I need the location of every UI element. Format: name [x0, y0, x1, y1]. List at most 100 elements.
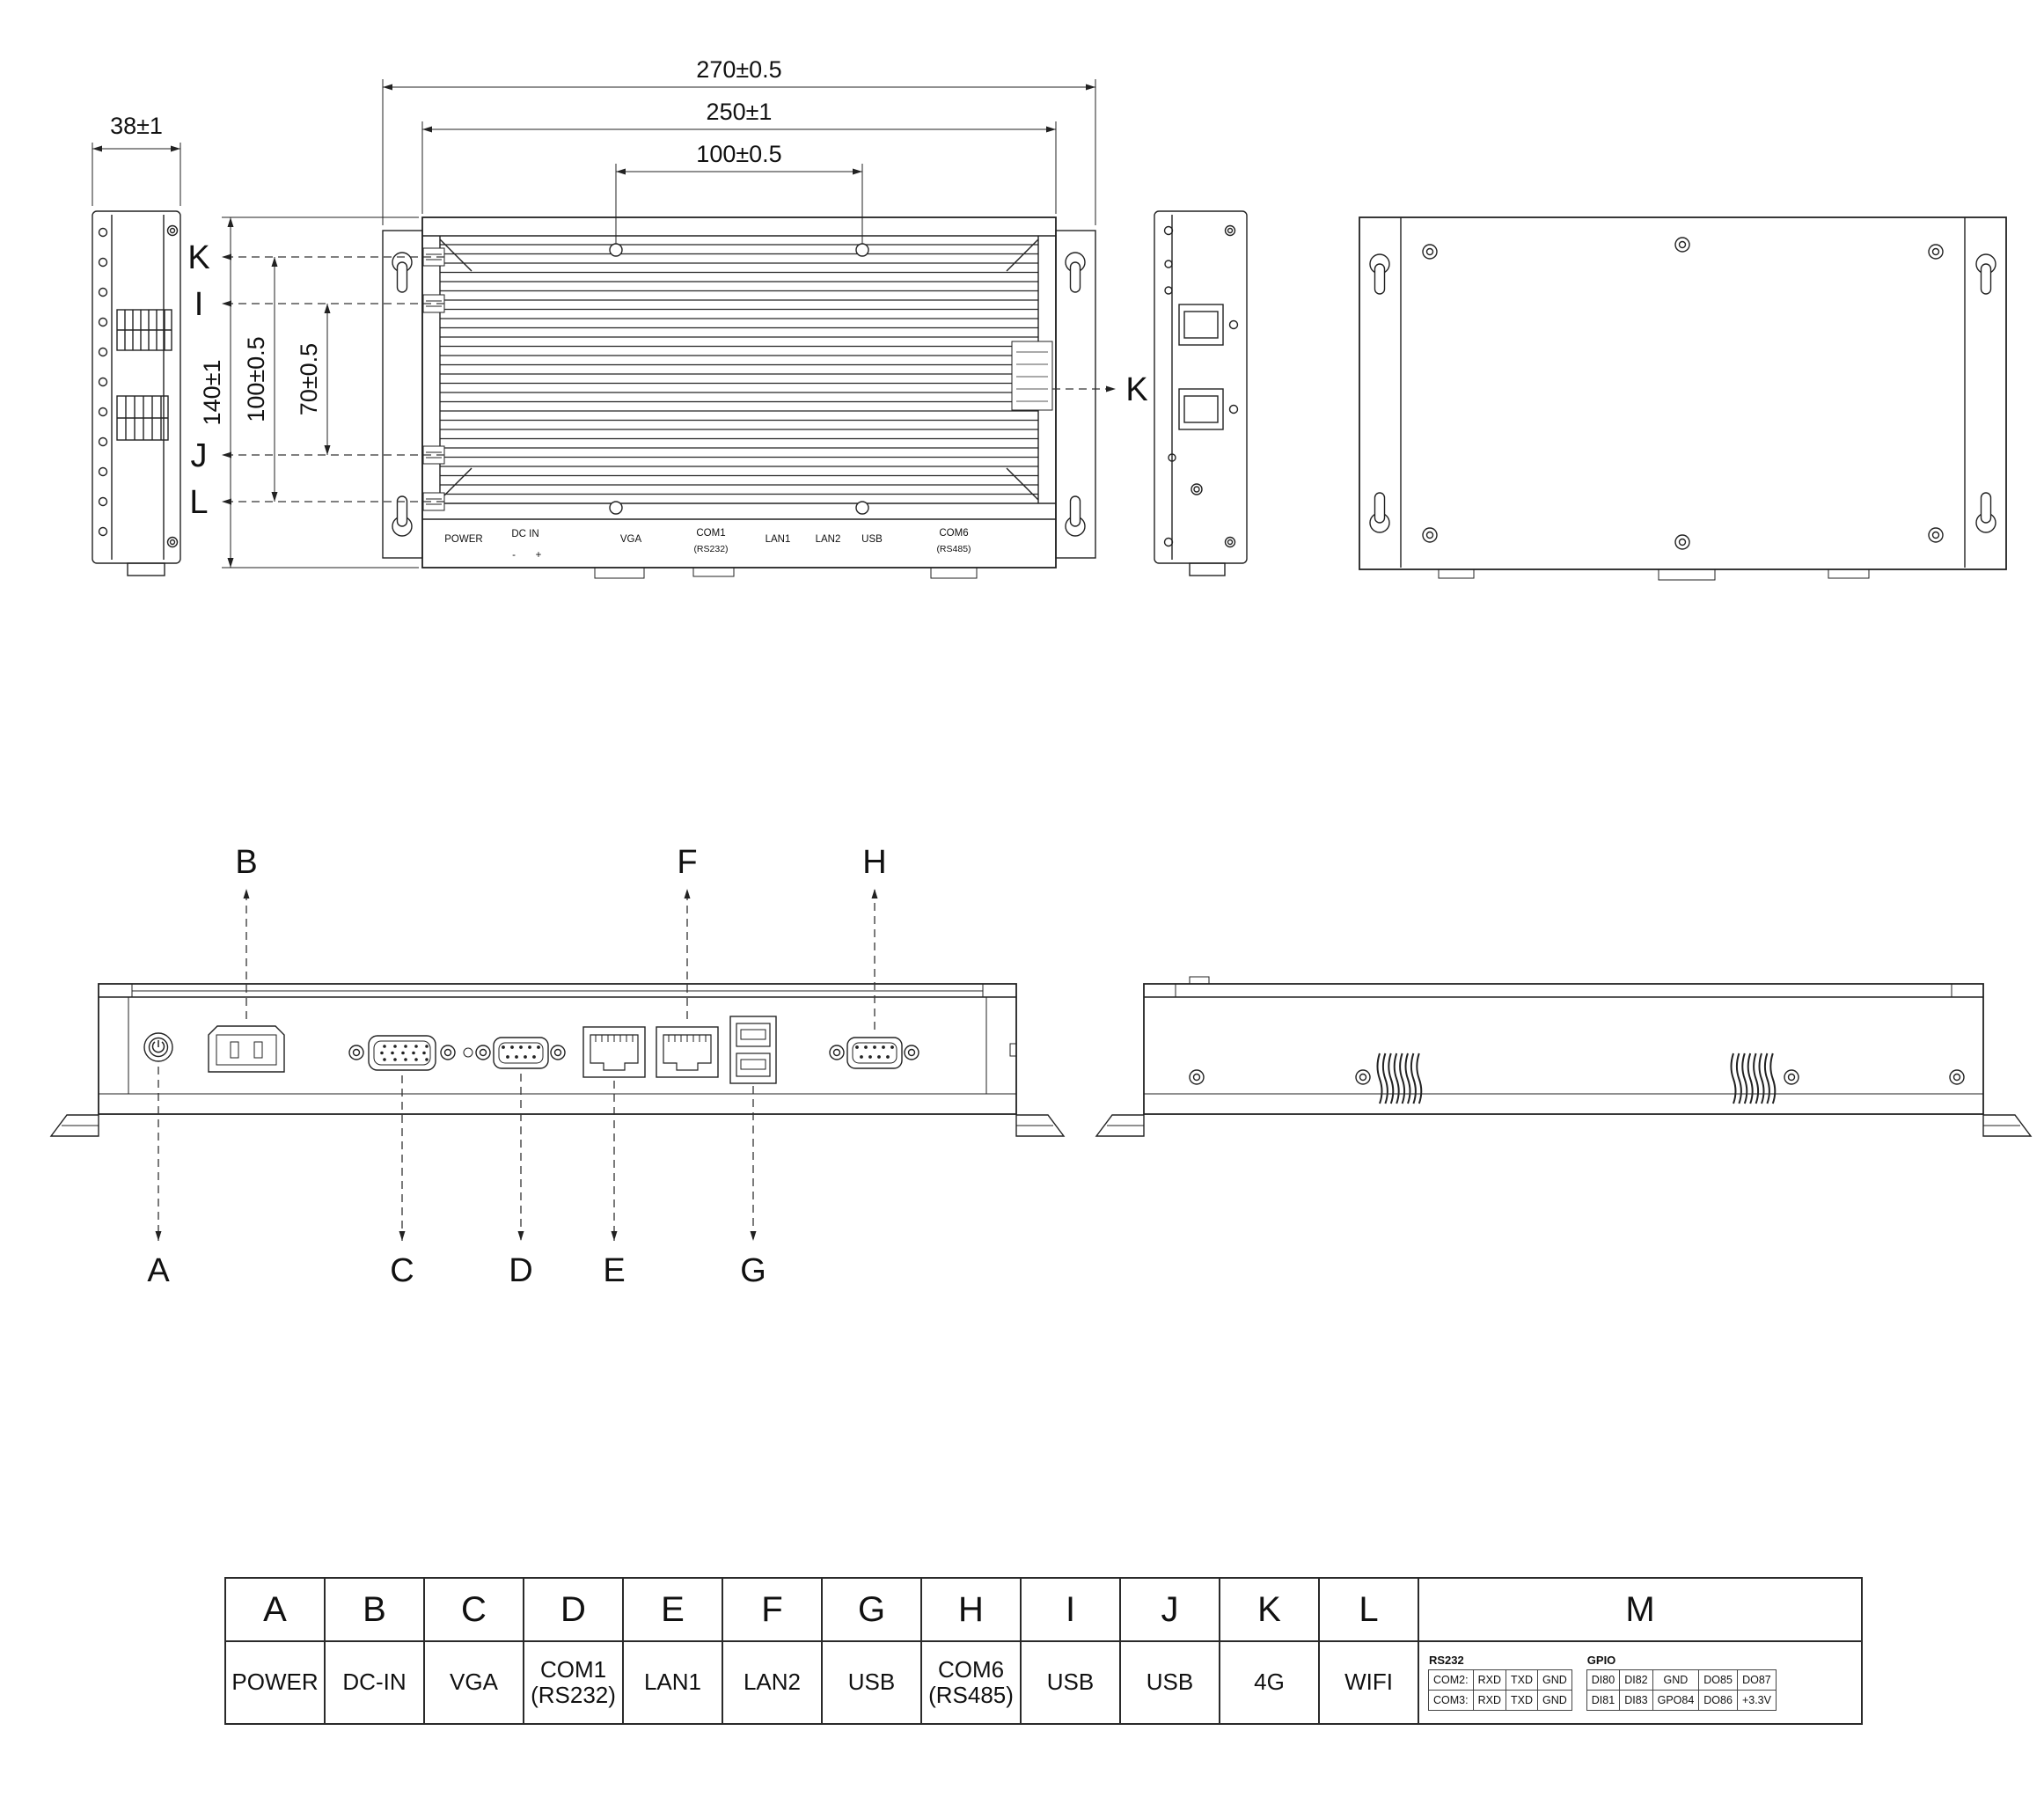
gpio-title: GPIO	[1586, 1654, 1616, 1668]
bottom-edge-connectors	[594, 567, 978, 579]
label-com1-rs232: (RS232)	[693, 544, 728, 554]
lan2-pins	[668, 1035, 707, 1042]
legend-val-c: VGA	[423, 1640, 524, 1725]
callout-j: J	[191, 437, 208, 474]
power-button[interactable]	[143, 1032, 173, 1062]
legend-m-detail: RS232 COM2: RXD TXD GND COM3: RXD	[1419, 1649, 1861, 1716]
legend-key-c: C	[423, 1577, 524, 1642]
legend-key-j: J	[1119, 1577, 1220, 1642]
lan1-port	[582, 1026, 646, 1078]
legend-val-i: USB	[1020, 1640, 1121, 1725]
mounting-hole	[609, 501, 623, 515]
label-com6-rs485: (RS485)	[936, 544, 971, 554]
antenna-usb-cutouts	[422, 247, 445, 511]
dim-100-top-label: 100±0.5	[696, 141, 781, 167]
top-edge-tab	[1189, 976, 1210, 985]
top-view: POWER DC IN - + VGA COM1 (RS232) LAN1 LA…	[382, 216, 1096, 579]
mounting-hole	[609, 243, 623, 257]
com1-connector	[475, 1037, 566, 1069]
legend-val-j: USB	[1119, 1640, 1220, 1725]
gpio-cell: +3.3V	[1736, 1689, 1777, 1711]
terminal-block-connector-2	[116, 395, 169, 441]
gpio-cell: GPO84	[1652, 1689, 1700, 1711]
usb-slot-side	[1178, 304, 1224, 346]
screw-holes-left-column	[98, 227, 108, 537]
legend-key-e: E	[622, 1577, 723, 1642]
mounting-hole	[855, 501, 869, 515]
mount-flange-right	[1015, 1114, 1066, 1137]
vga-pins	[380, 1045, 429, 1061]
legend-val-e: LAN1	[622, 1640, 723, 1725]
label-usb: USB	[861, 534, 883, 545]
legend-val-a: POWER	[224, 1640, 326, 1725]
rs232-cell: GND	[1537, 1669, 1572, 1691]
dim-100-left: 100±0.5	[243, 257, 278, 502]
rs232-cell: RXD	[1472, 1669, 1507, 1691]
legend-key-l: L	[1318, 1577, 1419, 1642]
usb-ports	[729, 1016, 777, 1084]
callout-h: H	[862, 844, 886, 881]
legend-key-a: A	[224, 1577, 326, 1642]
vga-connector	[348, 1035, 456, 1071]
dim-140-label: 140±1	[199, 360, 225, 426]
callout-b: B	[235, 844, 257, 881]
legend-val-f: LAN2	[722, 1640, 823, 1725]
heatsink-fins	[440, 239, 1038, 500]
gpio-cell: GND	[1652, 1669, 1700, 1691]
terminal-block-connector	[116, 309, 172, 351]
label-dc-plus: +	[536, 550, 542, 561]
legend-key-h: H	[920, 1577, 1022, 1642]
legend-key-g: G	[821, 1577, 922, 1642]
mount-flange-left	[49, 1114, 99, 1137]
callout-a: A	[147, 1252, 170, 1289]
bottom-view	[1359, 216, 2007, 581]
callout-g: G	[740, 1252, 766, 1289]
power-icon	[151, 1040, 165, 1053]
top-panel-silkscreen: POWER DC IN - + VGA COM1 (RS232) LAN1 LA…	[444, 528, 971, 561]
mount-flange-right	[1982, 1114, 2033, 1137]
gpio-pinout-table: DI80 DI82 GND DO85 DO87 DI81 DI83 GPO84 …	[1586, 1669, 1777, 1711]
dim-38-width: 38±1	[92, 113, 181, 206]
gpio-cell: DO85	[1698, 1669, 1738, 1691]
legend-table: A B C D E F G H I J K L M POWER DC-IN VG…	[224, 1577, 1863, 1725]
legend-key-m: M	[1418, 1577, 1863, 1642]
dim-250-label: 250±1	[707, 99, 773, 125]
legend-key-d: D	[523, 1577, 624, 1642]
gpio-cell: DO86	[1698, 1689, 1738, 1711]
legend-val-d: COM1 (RS232)	[523, 1640, 624, 1725]
callout-k-left: K	[187, 239, 209, 276]
sim-label-block	[1011, 341, 1053, 411]
lan1-pins	[595, 1035, 634, 1042]
side-view-right	[1154, 210, 1248, 576]
legend-key-i: I	[1020, 1577, 1121, 1642]
callout-k-right: K	[1125, 371, 1147, 408]
legend-val-l: WIFI	[1318, 1640, 1419, 1725]
lan2-port	[656, 1026, 719, 1078]
legend-val-b: DC-IN	[324, 1640, 425, 1725]
label-com1: COM1	[696, 528, 725, 539]
rs232-cell: TXD	[1506, 1669, 1538, 1691]
rs232-cell: GND	[1537, 1689, 1572, 1711]
mount-flange-left	[1095, 1114, 1145, 1137]
side-view-left	[92, 210, 181, 576]
legend-key-f: F	[722, 1577, 823, 1642]
label-vga: VGA	[620, 534, 642, 545]
callout-e: E	[603, 1252, 625, 1289]
gpio-cell: DO87	[1736, 1669, 1777, 1691]
dim-100-left-label: 100±0.5	[243, 336, 269, 422]
mount-bracket-right	[1055, 230, 1096, 559]
label-power: POWER	[444, 534, 482, 545]
bottom-tab	[1189, 562, 1226, 576]
rs232-title: RS232	[1429, 1654, 1464, 1668]
callout-i: I	[194, 286, 204, 323]
callout-d: D	[509, 1252, 532, 1289]
dim-70: 70±0.5	[296, 304, 331, 455]
rs232-cell: COM2:	[1428, 1669, 1474, 1691]
sim-slot-side	[1178, 388, 1224, 430]
mount-bracket-left	[382, 230, 423, 559]
label-com6: COM6	[939, 528, 968, 539]
legend-key-k: K	[1219, 1577, 1320, 1642]
legend-value-row: POWER DC-IN VGA COM1 (RS232) LAN1 LAN2 U…	[224, 1640, 1863, 1725]
